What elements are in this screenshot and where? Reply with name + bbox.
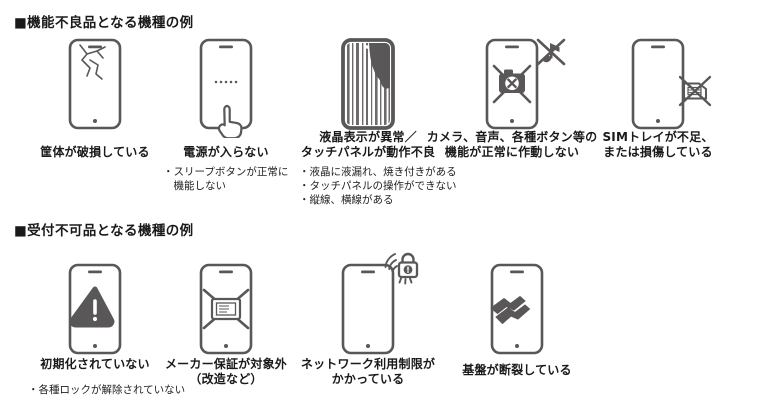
- item-label-no-power: 電源が入らない: [183, 144, 269, 159]
- phone-warranty-void-icon: [171, 263, 281, 363]
- item-note-lcd-defect: ・液晶に液漏れ、焼き付きがある ・タッチパネルの操作ができない ・縦線、横線があ…: [299, 166, 457, 206]
- crossed-sim-card-glyph: [678, 75, 712, 107]
- item-label-warranty-void: メーカー保証が対象外 （改造など）: [164, 357, 287, 386]
- item-label-board-fractured: 基盤が断裂している: [462, 363, 572, 377]
- phone-sim-tray-missing-icon: [603, 38, 713, 138]
- phone-lcd-defect-icon: [313, 38, 423, 138]
- phone-camera-audio-broken-icon: [457, 38, 567, 138]
- item-label-not-initialized: 初期化されていない: [40, 357, 150, 371]
- phone-network-restricted-lock-icon: [313, 251, 423, 355]
- phone-board-fractured-icon: [462, 263, 572, 363]
- section-heading-not-acceptable: ■受付不可品となる機種の例: [14, 223, 194, 239]
- section-heading-malfunction: ■機能不良品となる機種の例: [14, 15, 194, 31]
- phone-not-initialized-warning-icon: [40, 263, 150, 363]
- item-label-cracked-casing: 筐体が破損している: [40, 144, 150, 159]
- item-label-network-restricted: ネットワーク利用制限が かかっている: [300, 357, 436, 386]
- item-label-camera-audio-broken: カメラ、音声、各種ボタン等の 機能が正常に作動しない: [426, 130, 598, 159]
- item-label-lcd-defect: 液晶表示が異常／ タッチパネルが動作不良: [300, 130, 436, 159]
- item-note-not-initialized: ・各種ロックが解除されていない: [28, 384, 186, 396]
- item-label-sim-tray-missing: SIMトレイが不足、 または損傷している: [602, 130, 714, 159]
- item-note-no-power: ・スリープボタンが正常に 機能しない: [163, 166, 289, 192]
- phone-cracked-casing-icon: [40, 38, 150, 138]
- network-lock-glyph: [384, 252, 419, 285]
- muted-audio-note-glyph: [536, 38, 566, 66]
- phone-no-power-tap-icon: [171, 38, 281, 138]
